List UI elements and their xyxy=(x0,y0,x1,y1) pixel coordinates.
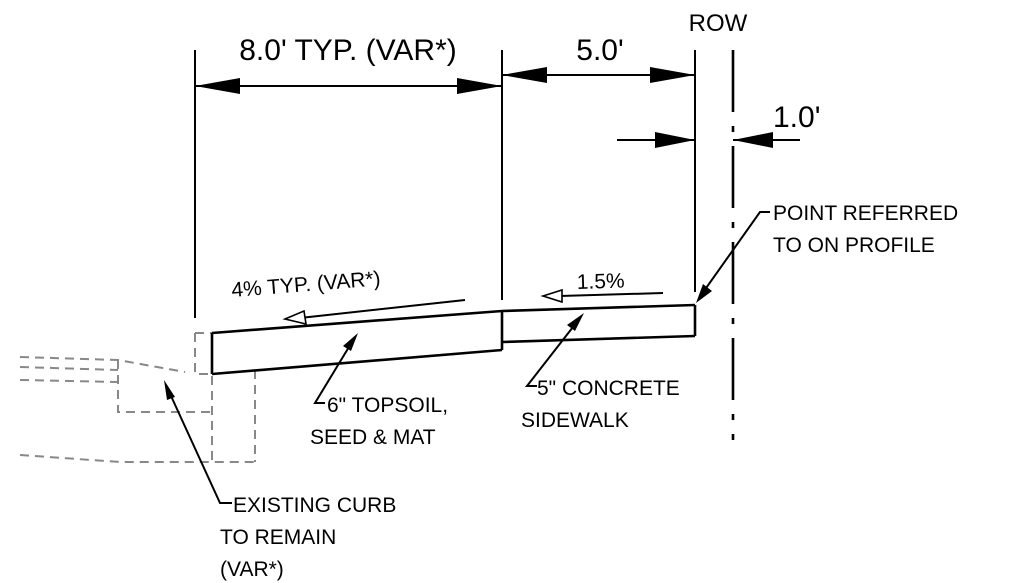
dimension-buffer-label: 8.0' TYP. (VAR*) xyxy=(239,34,457,67)
curb-leader xyxy=(164,380,232,504)
concrete-leader xyxy=(524,313,584,387)
dimension-offset xyxy=(617,132,800,148)
curb-label-line1: EXISTING CURB xyxy=(233,494,396,517)
dimension-sidewalk xyxy=(502,67,695,83)
topsoil-label-line2: SEED & MAT xyxy=(310,426,436,449)
curb-label-line3: (VAR*) xyxy=(220,558,284,581)
slope-arrow-buffer xyxy=(282,299,466,326)
point-label-line2: TO ON PROFILE xyxy=(773,234,935,257)
extension-lines xyxy=(194,50,696,318)
existing-curb-outline xyxy=(19,332,256,463)
topsoil-strip xyxy=(210,309,504,376)
slope-arrow-sidewalk xyxy=(540,288,664,304)
row-label: ROW xyxy=(689,10,748,37)
curb-label-line2: TO REMAIN xyxy=(220,526,336,549)
dimension-offset-label: 1.0' xyxy=(773,101,820,134)
topsoil-leader xyxy=(313,333,358,404)
slope-sidewalk-label: 1.5% xyxy=(576,270,625,294)
topsoil-label-line1: 6" TOPSOIL, xyxy=(327,394,448,417)
concrete-label-line1: 5" CONCRETE xyxy=(537,377,680,400)
point-label-line1: POINT REFERRED xyxy=(773,202,958,225)
concrete-label-line2: SIDEWALK xyxy=(521,409,629,432)
slope-buffer-label: 4% TYP. (VAR*) xyxy=(231,267,382,302)
concrete-sidewalk xyxy=(501,303,697,344)
point-leader xyxy=(696,211,770,303)
dimension-sidewalk-label: 5.0' xyxy=(576,34,623,67)
dimension-buffer xyxy=(195,78,502,94)
